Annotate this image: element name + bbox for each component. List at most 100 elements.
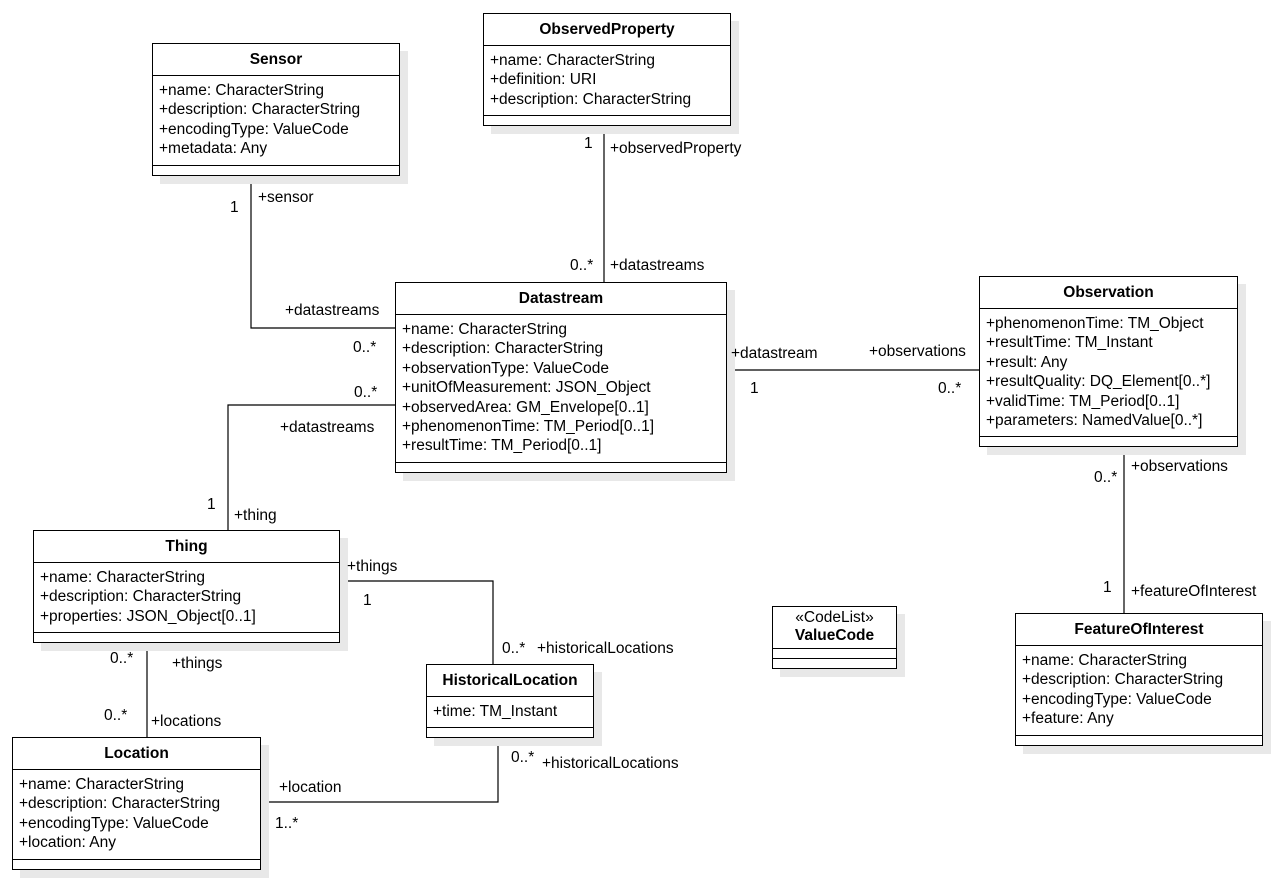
operation-compartment [396, 463, 726, 472]
operation-compartment [34, 633, 339, 642]
class-name: HistoricalLocation [427, 665, 593, 697]
role-label: +featureOfInterest [1131, 583, 1257, 600]
attribute-list: +name: CharacterString +description: Cha… [13, 770, 260, 860]
operation-compartment [1016, 736, 1262, 745]
class-feature-of-interest[interactable]: FeatureOfInterest +name: CharacterString… [1015, 613, 1263, 746]
attribute: +description: CharacterString [402, 340, 604, 358]
attribute: +validTime: TM_Period[0..1] [986, 392, 1180, 410]
class-thing[interactable]: Thing +name: CharacterString +descriptio… [33, 530, 340, 644]
attribute: +observationType: ValueCode [402, 359, 609, 377]
assoc-line-location-historicallocation [261, 738, 499, 803]
role-label: +locations [151, 713, 222, 730]
class-historical-location[interactable]: HistoricalLocation +time: TM_Instant [426, 664, 594, 739]
attribute: +description: CharacterString [19, 795, 221, 813]
role-label: +location [279, 779, 342, 796]
attribute: +metadata: Any [159, 140, 268, 158]
multiplicity-label: 1 [584, 135, 593, 152]
operation-compartment [427, 728, 593, 737]
attribute: +name: CharacterString [19, 776, 184, 793]
multiplicity-label: 0..* [354, 384, 378, 401]
class-header: «CodeList» ValueCode [773, 607, 896, 649]
class-observed-property[interactable]: ObservedProperty +name: CharacterString … [483, 13, 731, 127]
multiplicity-label: 1 [207, 496, 216, 513]
multiplicity-label: 0..* [938, 380, 962, 397]
attribute-compartment [773, 649, 896, 659]
role-label: +thing [234, 507, 277, 524]
attribute: +encodingType: ValueCode [1022, 690, 1212, 708]
attribute: +unitOfMeasurement: JSON_Object [402, 379, 651, 397]
attribute: +feature: Any [1022, 710, 1114, 728]
class-name: Sensor [153, 44, 399, 76]
multiplicity-label: 1 [1103, 579, 1112, 596]
attribute: +phenomenonTime: TM_Period[0..1] [402, 418, 655, 436]
attribute: +location: Any [19, 834, 116, 852]
role-label: +sensor [258, 189, 314, 206]
role-label: +historicalLocations [537, 640, 674, 657]
class-name: Thing [34, 531, 339, 563]
attribute: +name: CharacterString [1022, 652, 1187, 669]
role-label: +historicalLocations [542, 755, 679, 772]
multiplicity-label: 1 [750, 380, 759, 397]
attribute: +result: Any [986, 353, 1068, 371]
attribute: +resultTime: TM_Instant [986, 334, 1153, 352]
attribute: +name: CharacterString [402, 321, 567, 338]
attribute: +resultQuality: DQ_Element[0..*] [986, 373, 1211, 391]
class-datastream[interactable]: Datastream +name: CharacterString +descr… [395, 282, 727, 473]
assoc-line-thing-datastream [227, 404, 395, 530]
multiplicity-label: 0..* [1094, 469, 1118, 486]
class-name: Datastream [396, 283, 726, 315]
attribute-list: +name: CharacterString +definition: URI … [484, 46, 730, 117]
attribute-list: +name: CharacterString +description: Cha… [153, 76, 399, 166]
attribute-list: +phenomenonTime: TM_Object +resultTime: … [980, 309, 1237, 438]
multiplicity-label: 1..* [275, 815, 299, 832]
attribute: +encodingType: ValueCode [19, 814, 209, 832]
operation-compartment [980, 437, 1237, 446]
role-label: +datastream [731, 345, 818, 362]
attribute-list: +name: CharacterString +description: Cha… [396, 315, 726, 463]
attribute-list: +time: TM_Instant [427, 697, 593, 729]
attribute: +phenomenonTime: TM_Object [986, 315, 1204, 332]
multiplicity-label: 0..* [502, 640, 526, 657]
attribute: +description: CharacterString [159, 101, 361, 119]
multiplicity-label: 0..* [570, 257, 594, 274]
class-observation[interactable]: Observation +phenomenonTime: TM_Object +… [979, 276, 1238, 448]
operation-compartment [153, 166, 399, 175]
class-name: ValueCode [794, 627, 875, 644]
attribute: +observedArea: GM_Envelope[0..1] [402, 398, 649, 416]
class-location[interactable]: Location +name: CharacterString +descrip… [12, 737, 261, 870]
attribute: +description: CharacterString [40, 588, 242, 606]
class-name: Location [13, 738, 260, 770]
class-sensor[interactable]: Sensor +name: CharacterString +descripti… [152, 43, 400, 176]
multiplicity-label: 0..* [353, 339, 377, 356]
operation-compartment [13, 860, 260, 869]
attribute: +description: CharacterString [1022, 671, 1224, 689]
multiplicity-label: 1 [230, 199, 239, 216]
class-value-code[interactable]: «CodeList» ValueCode [772, 606, 897, 669]
operation-compartment [484, 116, 730, 125]
attribute: +parameters: NamedValue[0..*] [986, 412, 1203, 430]
attribute: +encodingType: ValueCode [159, 120, 349, 138]
multiplicity-label: 1 [363, 592, 372, 609]
role-label: +things [172, 655, 223, 672]
assoc-line-thing-historicallocation [340, 580, 494, 664]
role-label: +observedProperty [610, 140, 742, 157]
attribute: +name: CharacterString [40, 569, 205, 586]
attribute: +properties: JSON_Object[0..1] [40, 607, 256, 625]
assoc-line-sensor-datastream [250, 176, 395, 329]
role-label: +datastreams [285, 302, 380, 319]
attribute: +description: CharacterString [490, 90, 692, 108]
attribute: +time: TM_Instant [433, 703, 558, 720]
attribute: +definition: URI [490, 71, 597, 89]
attribute-list: +name: CharacterString +description: Cha… [34, 563, 339, 634]
role-label: +datastreams [610, 257, 705, 274]
stereotype-label: «CodeList» [795, 609, 874, 626]
role-label: +observations [869, 343, 966, 360]
role-label: +observations [1131, 458, 1228, 475]
multiplicity-label: 0..* [110, 650, 134, 667]
attribute-list: +name: CharacterString +description: Cha… [1016, 646, 1262, 736]
role-label: +datastreams [280, 419, 375, 436]
attribute: +name: CharacterString [159, 82, 324, 99]
class-name: Observation [980, 277, 1237, 309]
